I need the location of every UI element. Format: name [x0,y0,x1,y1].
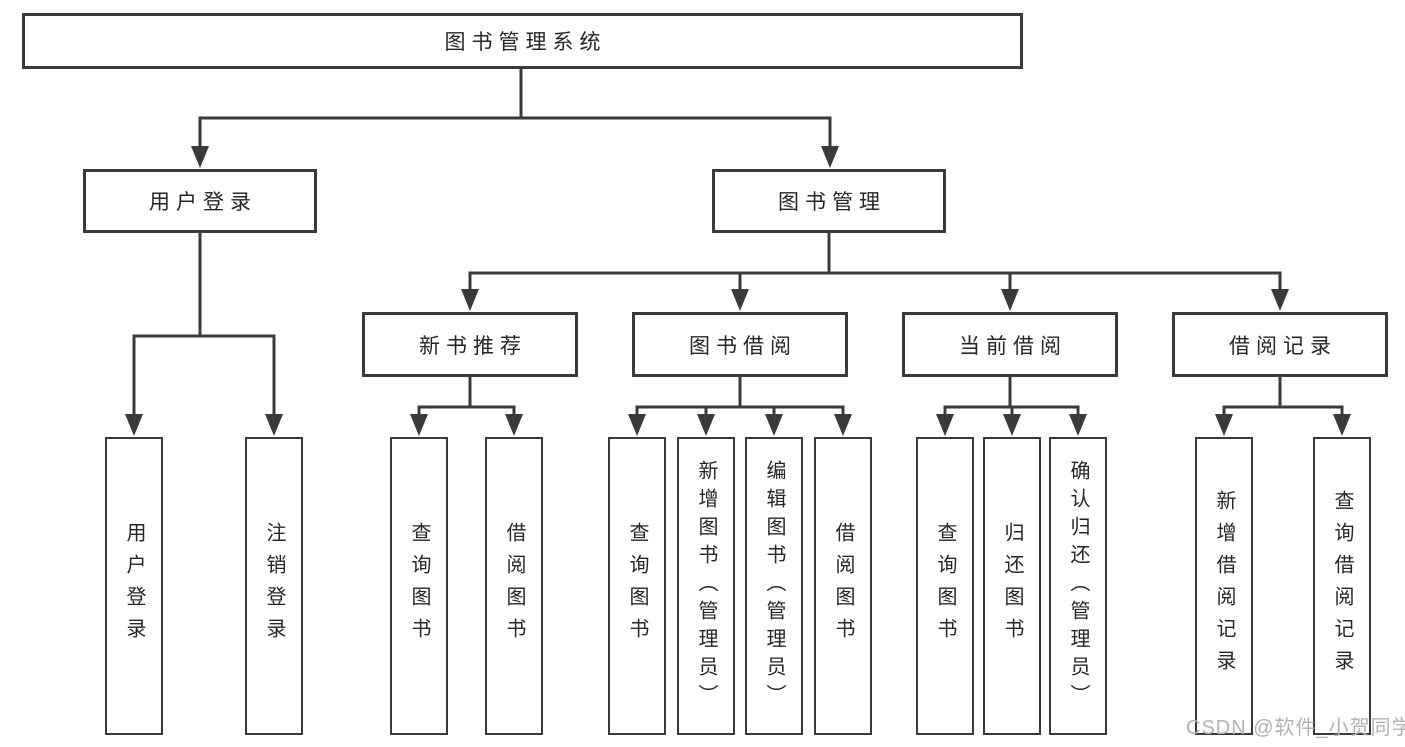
node-label: 新书推荐 [419,334,527,358]
node-book-borrowing: 图书借阅 [632,312,848,377]
leaf-borrow-books-recommend: 借阅图书 [485,437,543,735]
node-label: 查询图书 [408,522,430,650]
node-label: 图书管理系统 [444,31,607,54]
csdn-watermark: CSDN @软件_小贺同学 [1186,717,1405,739]
node-label: 借阅记录 [1229,334,1337,358]
leaf-edit-books-admin: 编辑图书（管理员） [745,437,803,735]
node-borrowing-records: 借阅记录 [1172,312,1388,377]
node-label: 归还图书 [1001,522,1023,650]
node-label: 图书借阅 [689,334,797,358]
node-label: 新增借阅记录 [1213,490,1235,682]
leaf-user-login: 用户登录 [105,437,163,735]
leaf-confirm-return-admin: 确认归还（管理员） [1049,437,1107,735]
node-book-management: 图书管理 [712,169,946,233]
node-label: 查询借阅记录 [1331,490,1353,682]
node-label: 确认归还（管理员） [1067,460,1089,712]
node-label: 图书管理 [778,191,886,214]
node-library-management-system: 图书管理系统 [22,13,1023,69]
node-label: 注销登录 [263,522,285,650]
node-new-book-recommendation: 新书推荐 [362,312,578,377]
leaf-query-books-recommend: 查询图书 [390,437,448,735]
node-label: 用户登录 [123,522,145,650]
leaf-borrow-books: 借阅图书 [814,437,872,735]
node-label: 借阅图书 [503,522,525,650]
node-label: 借阅图书 [832,522,854,650]
node-current-borrowing: 当前借阅 [902,312,1118,377]
leaf-return-books: 归还图书 [983,437,1041,735]
node-label: 编辑图书（管理员） [763,460,785,712]
node-label: 新增图书（管理员） [695,460,717,712]
node-label: 查询图书 [934,522,956,650]
node-label: 查询图书 [626,522,648,650]
leaf-add-borrow-record: 新增借阅记录 [1195,437,1253,735]
node-label: 用户登录 [149,191,257,214]
node-user-login: 用户登录 [83,169,317,233]
leaf-query-borrow-record: 查询借阅记录 [1313,437,1371,735]
leaf-logout: 注销登录 [245,437,303,735]
leaf-query-books-current: 查询图书 [916,437,974,735]
node-label: 当前借阅 [959,334,1067,358]
leaf-query-books-borrow: 查询图书 [608,437,666,735]
leaf-add-books-admin: 新增图书（管理员） [677,437,735,735]
